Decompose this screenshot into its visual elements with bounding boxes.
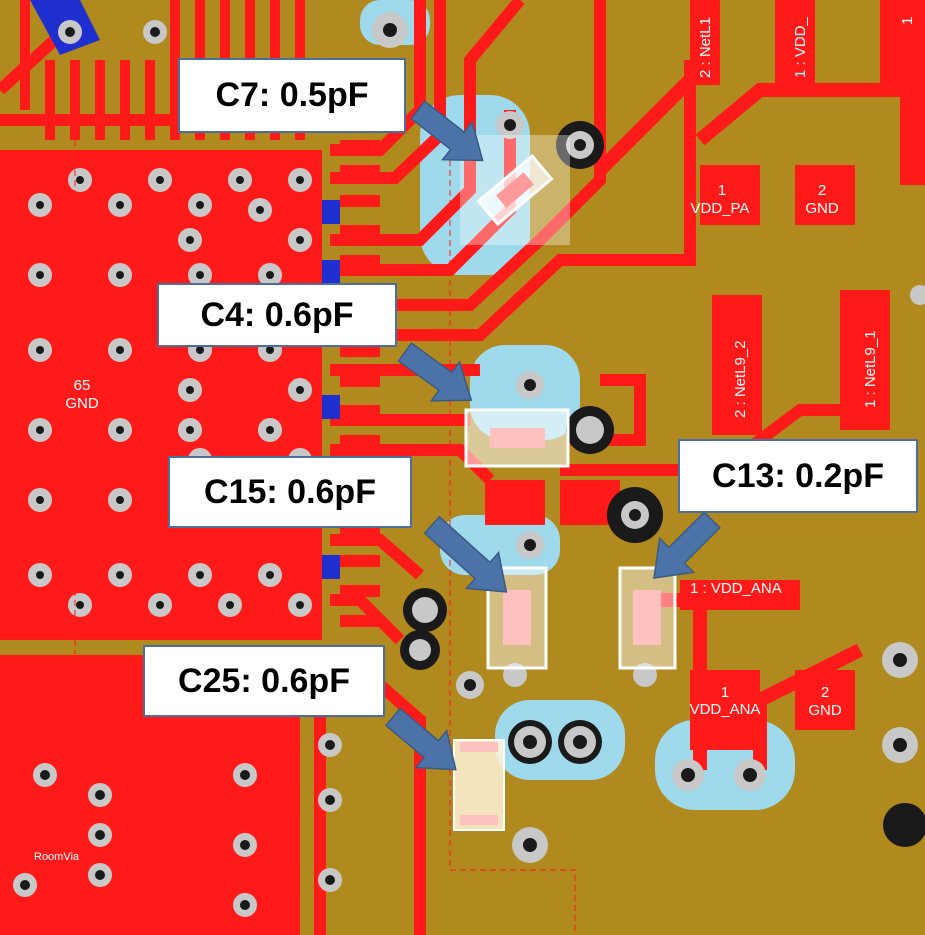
callout-c15-text: C15: 0.6pF [204,472,376,511]
callout-c25: C25: 0.6pF [143,645,385,717]
netl1-label: 2 : NetL1 [697,17,714,78]
arrow-icon [653,511,721,579]
capacitor-c15[interactable] [486,566,548,670]
gnd-top-label: GND [805,200,839,217]
vdd-ana-net-label: 1 : VDD_ANA [690,580,782,597]
vdd-ana-pin: 1 [721,684,729,701]
vdd-top-label: 1 : VDD_ [792,16,809,78]
arrow-icon [410,100,484,162]
callout-arrows [384,100,721,771]
vdd-pa-pin: 1 [718,182,726,199]
room-outline [0,124,576,935]
thermal-pad-65[interactable] [0,150,322,640]
vias [13,12,925,917]
vdd-pa-label: VDD_PA [691,200,750,217]
callout-c13: C13: 0.2pF [678,439,918,513]
gnd-bottom-pin: 2 [821,684,829,701]
callout-c15: C15: 0.6pF [168,456,412,528]
vdd-ana-label: VDD_ANA [690,701,761,718]
capacitor-c25[interactable] [453,739,505,831]
arrow-icon [397,342,473,402]
netl9-1-label: 1 : NetL9_1 [862,330,879,408]
arrow-icon [384,707,457,771]
silkscreen: 65 GND 2 : NetL1 1 : VDD_ 1 1 VDD_PA 2 G… [34,16,916,863]
callout-c4-text: C4: 0.6pF [200,295,354,334]
component-pads[interactable] [485,0,925,750]
arrow-icon [423,515,508,593]
callout-c7: C7: 0.5pF [178,58,406,133]
room-via-label: RoomVia [34,851,80,863]
gnd-top-pin: 2 [818,182,826,199]
callout-c4: C4: 0.6pF [157,283,397,347]
callout-c25-text: C25: 0.6pF [178,661,350,700]
pad-net-label: GND [65,395,99,412]
capacitor-c4[interactable] [464,408,570,468]
callout-c13-text: C13: 0.2pF [712,456,884,495]
gnd-bottom-label: GND [808,702,842,719]
callout-c7-text: C7: 0.5pF [215,76,369,114]
netl9-2-label: 2 : NetL9_2 [732,340,749,418]
capacitor-c13[interactable] [618,566,677,670]
pad-number-label: 65 [74,377,91,394]
edge-one-label: 1 [899,17,916,25]
